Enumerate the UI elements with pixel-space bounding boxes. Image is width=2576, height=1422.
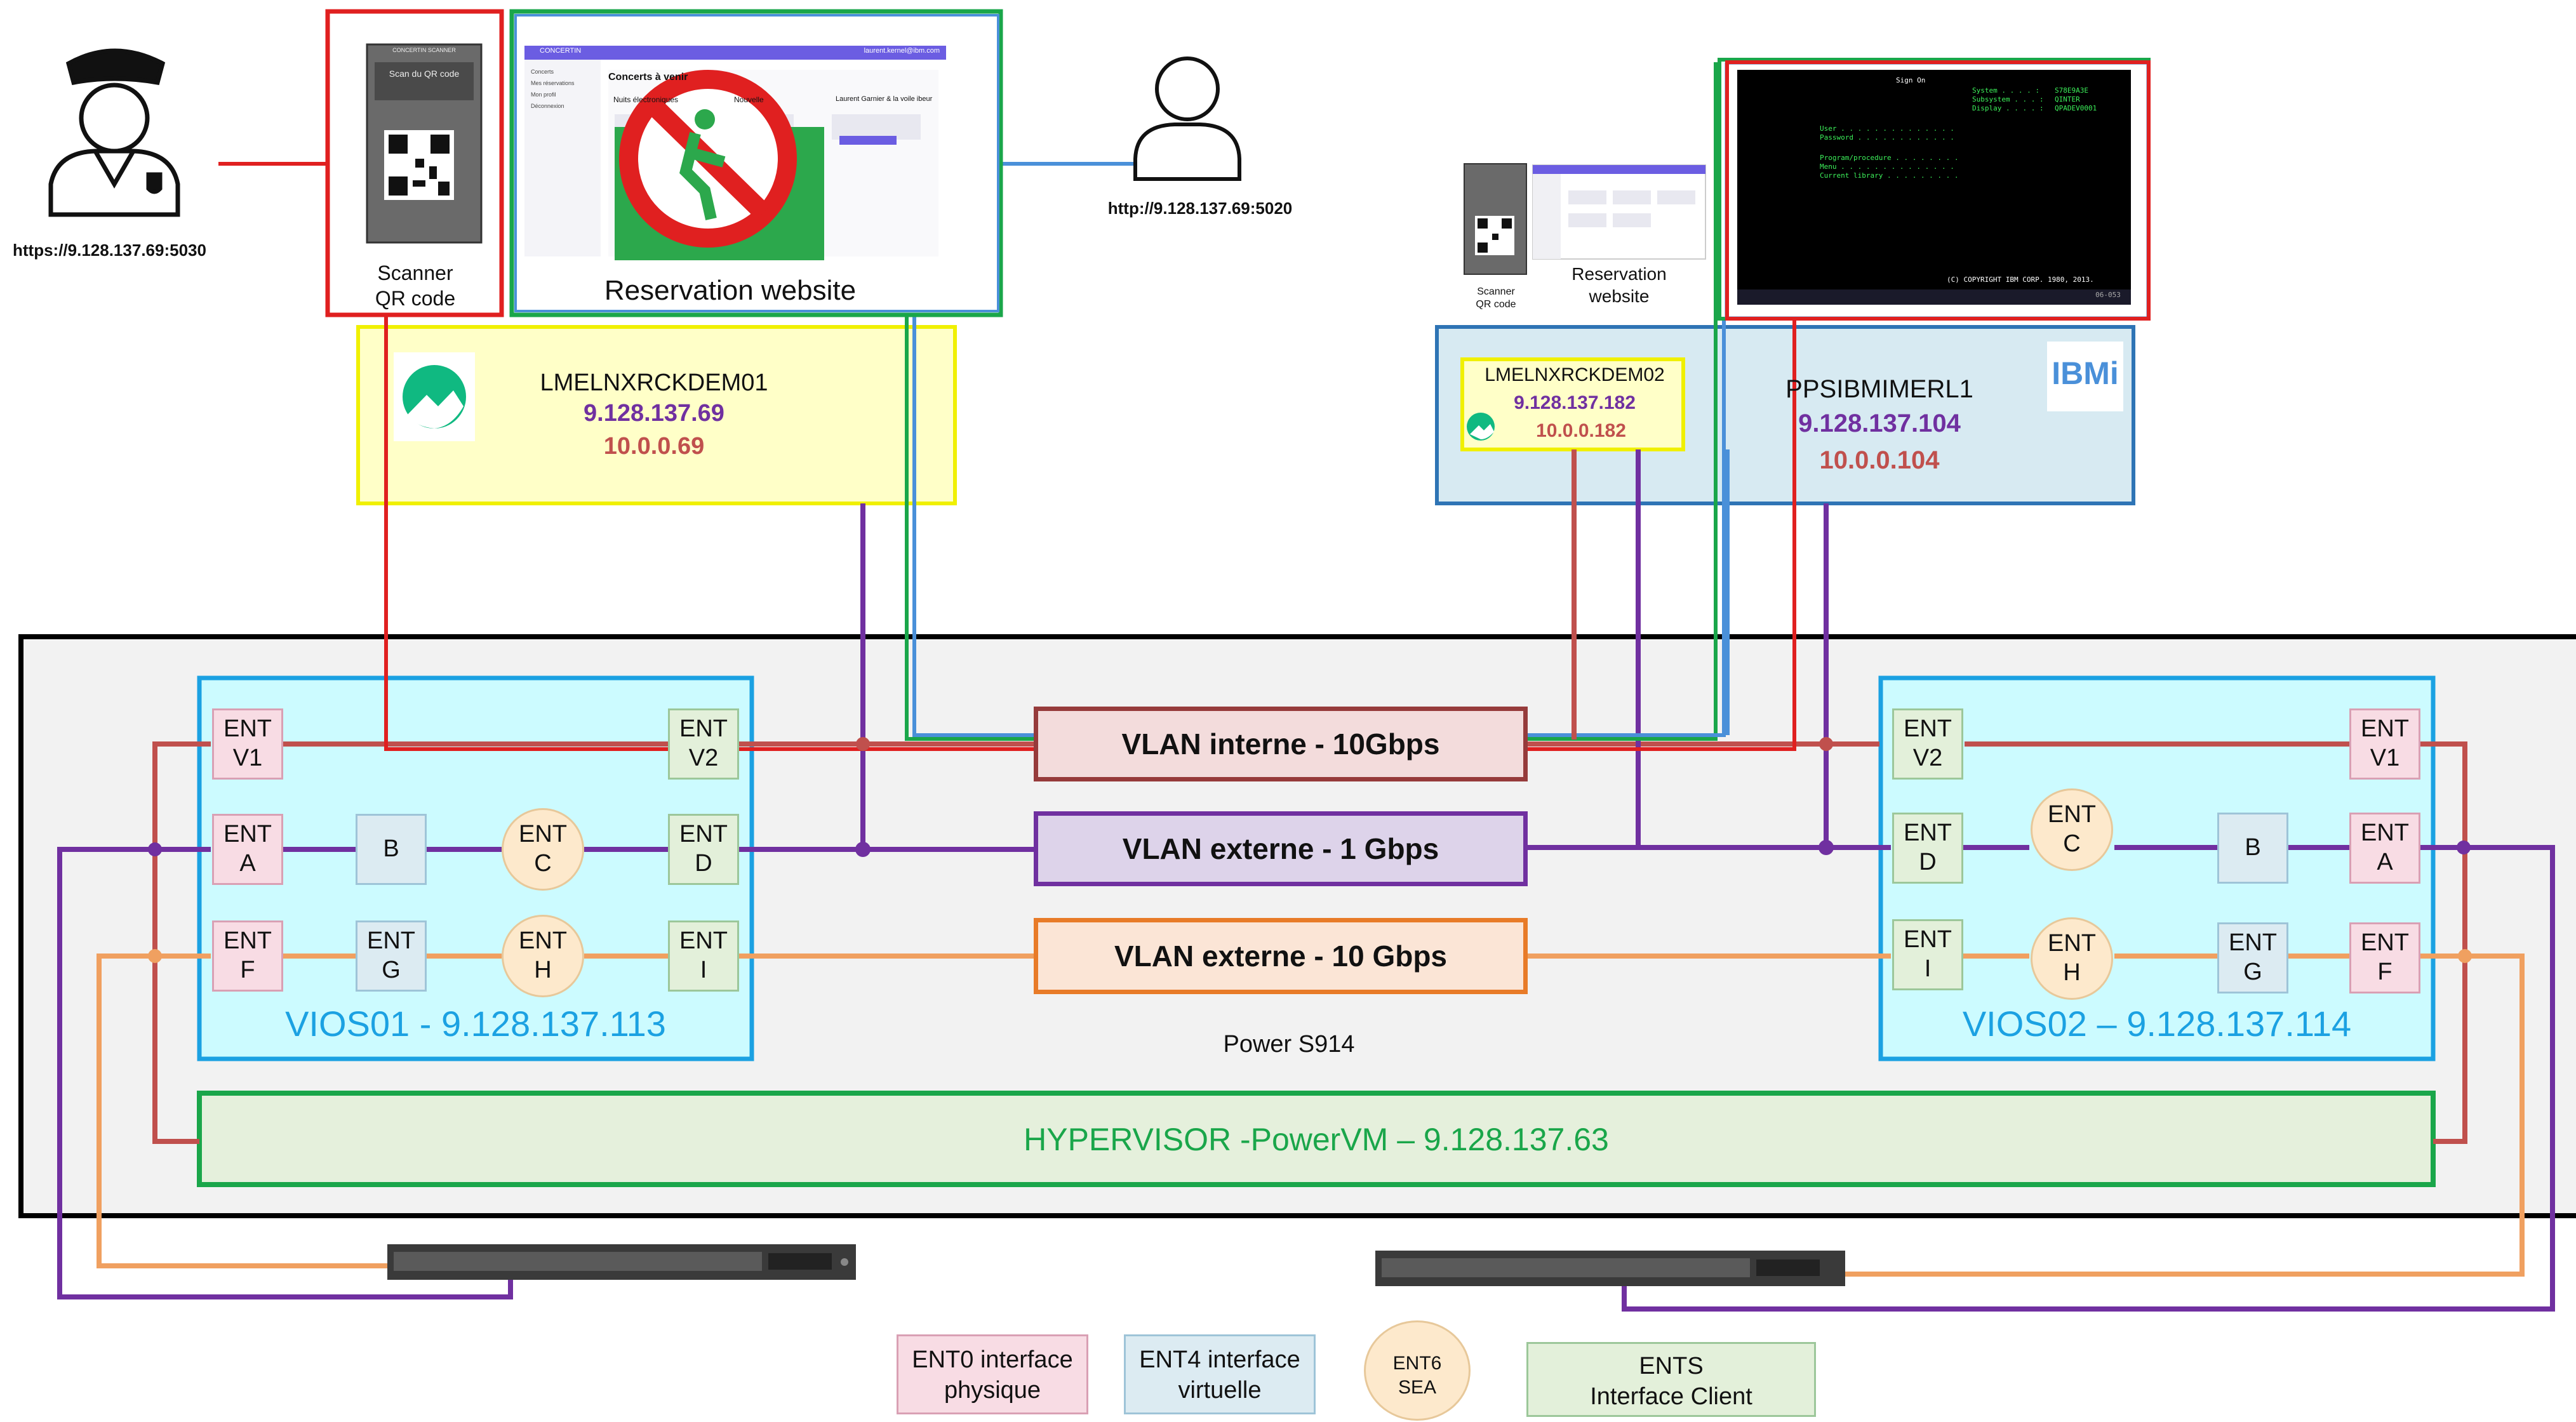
- web-heading: Concerts à venir: [608, 72, 688, 83]
- web-header-title: CONCERTIN: [540, 47, 582, 55]
- reservation-label: Reservation website: [604, 275, 857, 306]
- vlan-internal: VLAN interne - 10Gbps: [1034, 707, 1528, 781]
- web-card-3: Laurent Garnier & la voile ibeur: [836, 95, 933, 103]
- terminal-value: S78E9A3E: [2055, 86, 2088, 95]
- web-menu-item[interactable]: Mon profil: [531, 91, 556, 98]
- power-s914-label: Power S914: [1223, 1031, 1355, 1058]
- user-icon: [1133, 56, 1241, 181]
- small-reservation-screen: [1532, 164, 1706, 260]
- web-menu: Concerts Mes réservations Mon profil Déc…: [531, 66, 598, 112]
- web-card-1: Nuits électroniques: [613, 95, 679, 104]
- terminal-copyright: (C) COPYRIGHT IBM CORP. 1980, 2013.: [1947, 276, 2094, 284]
- scanner-label: Scanner QR code: [375, 262, 456, 310]
- terminal-field: System . . . . :: [1972, 86, 2039, 95]
- web-header-bar: [524, 46, 946, 60]
- phone-title: CONCERTIN SCANNER: [392, 47, 456, 53]
- terminal-prompt[interactable]: Program/procedure . . . . . . . .: [1820, 154, 1959, 162]
- police-officer-icon: [48, 48, 180, 217]
- terminal-field: Display . . . . :: [1972, 104, 2044, 112]
- terminal-prompt[interactable]: Current library . . . . . . . . .: [1820, 171, 1959, 180]
- hypervisor-box: [197, 1091, 2436, 1187]
- lmel2-ip-int: 10.0.0.182: [1536, 420, 1626, 441]
- ibmi-logo-icon: IBMi: [2047, 342, 2123, 411]
- lmel1-ip-int: 10.0.0.69: [603, 433, 705, 460]
- ibmi-ip-ext: 9.128.137.104: [1798, 409, 1961, 437]
- external-1g-vlan-lines: [57, 449, 2555, 1312]
- client-url: http://9.128.137.69:5020: [1107, 199, 1293, 218]
- terminal-value: QPADEV0001: [2055, 104, 2097, 112]
- lmel2-name: LMELNXRCKDEM02: [1485, 364, 1665, 385]
- web-menu-item[interactable]: Mes réservations: [531, 80, 575, 86]
- legend-sea: ENT6 SEA: [1364, 1320, 1471, 1421]
- terminal-prompt[interactable]: Password . . . . . . . . . . . .: [1820, 133, 1954, 142]
- small-reservation-label: Reservation website: [1572, 264, 1667, 306]
- lmel2-box: [1460, 357, 1685, 451]
- vios02-label: VIOS02 – 9.128.137.114: [1962, 1004, 2352, 1044]
- web-menu-item[interactable]: Concerts: [531, 69, 554, 75]
- terminal-field: Subsystem . . . :: [1972, 95, 2044, 103]
- ent-b-vios02[interactable]: B: [2217, 813, 2288, 884]
- ibmi-ip-int: 10.0.0.104: [1819, 446, 1940, 474]
- terminal-prompt[interactable]: Menu . . . . . . . . . . . . . .: [1820, 163, 1954, 171]
- legend-client: ENTS Interface Client: [1526, 1342, 1816, 1417]
- web-card-2: Nouvelle: [734, 95, 764, 104]
- web-header-user: laurent.kernel@ibm.com: [864, 47, 940, 55]
- network-switch-icon-2: [1375, 1251, 1845, 1286]
- terminal-prompt[interactable]: User . . . . . . . . . . . . . .: [1820, 124, 1954, 133]
- web-menu-item[interactable]: Déconnexion: [531, 103, 564, 109]
- ibmi-name: PPSIBMIMERL1: [1785, 375, 1973, 403]
- legend-physical: ENT0 interface physique: [897, 1334, 1088, 1414]
- lmel1-name: LMELNXRCKDEM01: [540, 369, 768, 396]
- terminal-value: QINTER: [2055, 95, 2080, 103]
- rocky-linux-logo-icon: [394, 352, 475, 441]
- junction-dots: [855, 840, 1834, 857]
- rocky-linux-small-logo-icon: [1467, 413, 1495, 441]
- vlan-external-10g: VLAN externe - 10 Gbps: [1034, 918, 1528, 994]
- network-switch-icon: [387, 1244, 856, 1280]
- lmel2-ip-ext: 9.128.137.182: [1514, 392, 1636, 413]
- terminal-display: [1737, 70, 2131, 289]
- ent-b-vios01[interactable]: B: [356, 814, 427, 885]
- vios01-label: VIOS01 - 9.128.137.113: [285, 1004, 666, 1044]
- hypervisor-label: HYPERVISOR -PowerVM – 9.128.137.63: [1024, 1122, 1609, 1157]
- terminal-text: Sign On System . . . . : Subsystem . . .…: [1744, 74, 2125, 289]
- lmel1-ip-ext: 9.128.137.69: [584, 400, 724, 427]
- phone-subtitle: Scan du QR code: [389, 69, 460, 79]
- terminal-title: Sign On: [1896, 76, 1926, 84]
- vlan-external-1g: VLAN externe - 1 Gbps: [1034, 811, 1528, 886]
- terminal-status: 06-053: [2095, 291, 2121, 299]
- no-entry-sign-icon: [615, 70, 824, 260]
- small-scanner-label: Scanner QR code: [1476, 286, 1516, 310]
- legend-virtual: ENT4 interface virtuelle: [1124, 1334, 1316, 1414]
- controller-url: https://9.128.137.69:5030: [13, 241, 206, 260]
